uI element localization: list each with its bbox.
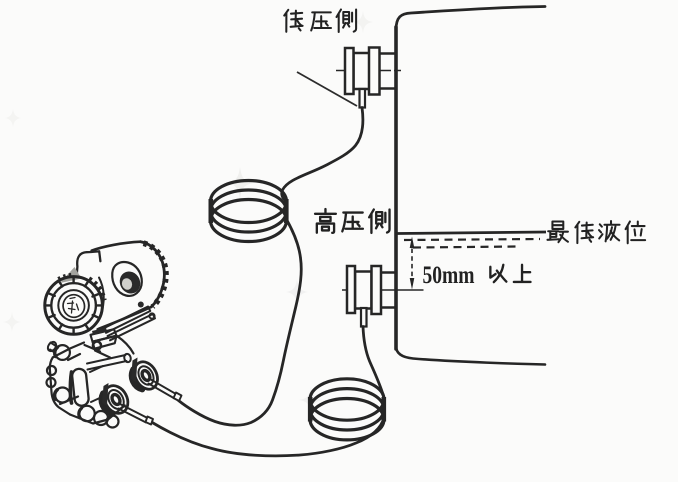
svg-text:50mm: 50mm: [423, 262, 475, 289]
